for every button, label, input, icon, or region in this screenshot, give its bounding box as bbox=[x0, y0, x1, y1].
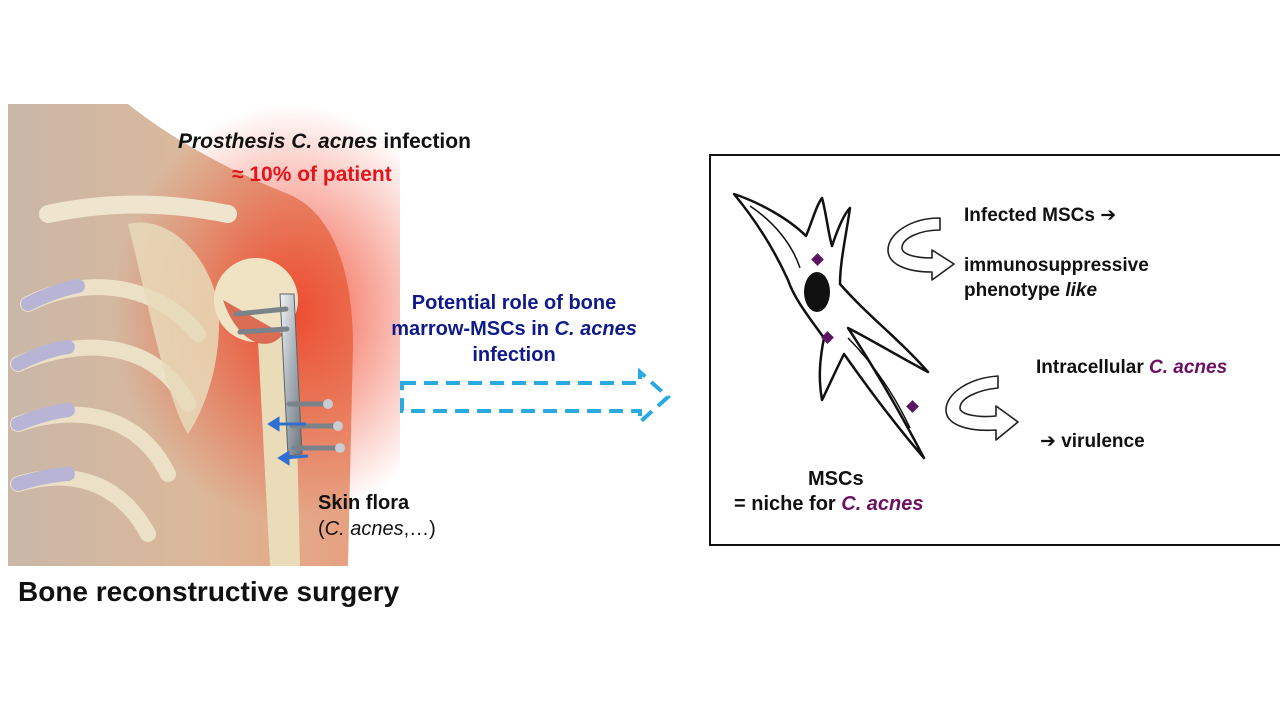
potential-role-line2-text: marrow-MSCs in bbox=[391, 318, 555, 340]
immunosuppressive-label: immunosuppressive phenotype like bbox=[964, 253, 1149, 303]
phenotype-text: phenotype bbox=[964, 280, 1066, 301]
skin-flora-species: C. acnes bbox=[324, 518, 404, 540]
infection-rate-label: ≈ 10% of patient bbox=[232, 163, 392, 186]
niche-label: = niche for C. acnes bbox=[734, 493, 924, 516]
shoulder-prosthesis-illustration bbox=[8, 104, 400, 566]
niche-species: C. acnes bbox=[841, 493, 924, 515]
prosthesis-infection-italic: Prosthesis C. acnes bbox=[178, 130, 378, 153]
virulence-label: ➔ virulence bbox=[1040, 431, 1145, 452]
potential-role-species: C. acnes bbox=[554, 318, 637, 340]
skin-flora-title: Skin flora bbox=[318, 492, 410, 514]
intracellular-label: Intracellular C. acnes bbox=[1036, 357, 1227, 379]
immunosuppressive-line2: phenotype like bbox=[964, 278, 1149, 303]
surgery-caption: Bone reconstructive surgery bbox=[18, 576, 400, 607]
potential-role-line2: marrow-MSCs in C. acnes bbox=[370, 316, 658, 342]
immunosuppressive-line1: immunosuppressive bbox=[964, 255, 1149, 276]
curved-arrow-icon bbox=[887, 217, 955, 281]
prosthesis-infection-rest: infection bbox=[377, 130, 471, 153]
msc-panel bbox=[709, 154, 1280, 546]
intracellular-text: Intracellular bbox=[1036, 357, 1149, 378]
skin-flora-close: ,…) bbox=[403, 518, 436, 540]
skin-flora-species-line: (C. acnes,…) bbox=[318, 516, 436, 542]
like-text: like bbox=[1065, 280, 1098, 301]
infected-mscs-label: Infected MSCs ➔ bbox=[964, 205, 1117, 226]
curved-arrow-icon bbox=[945, 375, 1019, 441]
prosthesis-infection-title: Prosthesis C. acnes infection bbox=[178, 130, 471, 154]
niche-text: = niche for bbox=[734, 493, 842, 515]
potential-role-line3: infection bbox=[472, 344, 556, 366]
msc-cell-illustration bbox=[732, 192, 930, 460]
potential-role-line1: Potential role of bone bbox=[411, 292, 617, 314]
bacterium-mark bbox=[906, 400, 919, 413]
intracellular-species: C. acnes bbox=[1149, 357, 1228, 378]
dashed-arrow-icon bbox=[400, 367, 672, 427]
skin-flora-label: Skin flora (C. acnes,…) bbox=[318, 490, 436, 542]
skin-flora-open-paren: ( bbox=[318, 518, 325, 540]
cell-nucleus bbox=[804, 272, 830, 312]
mscs-label: MSCs bbox=[808, 468, 864, 490]
potential-role-label: Potential role of bone marrow-MSCs in C.… bbox=[370, 290, 658, 368]
